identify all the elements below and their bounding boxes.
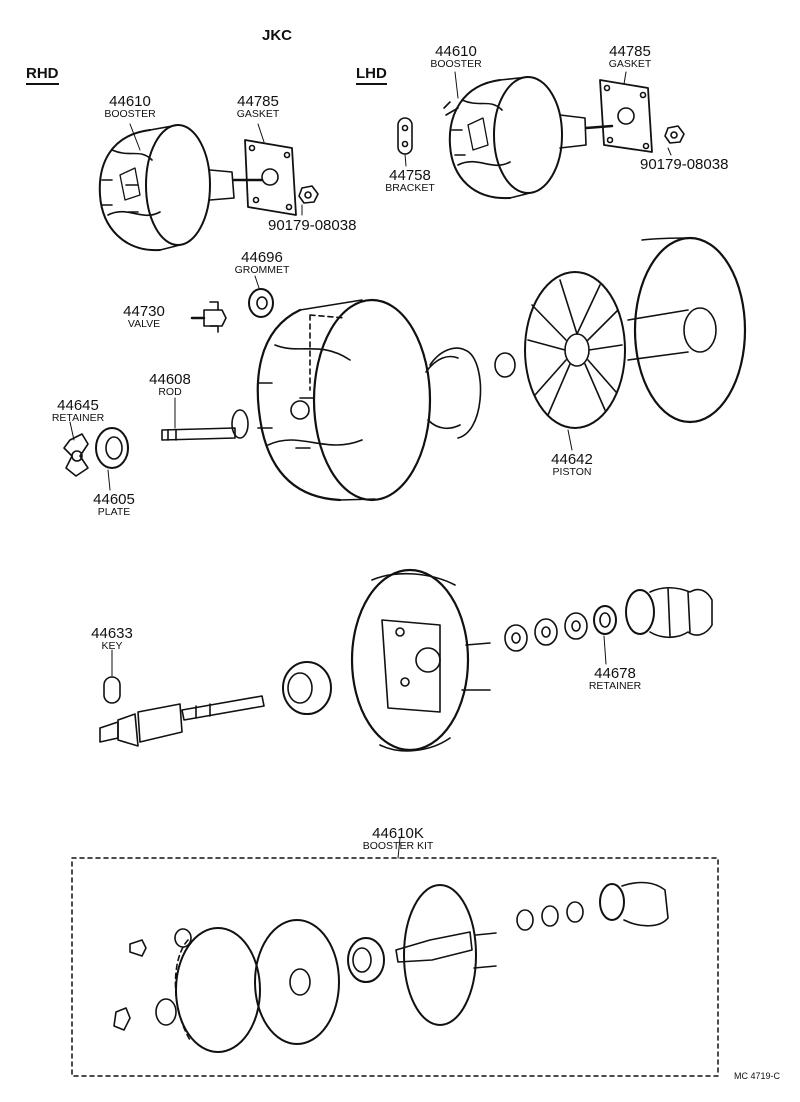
booster-kit-contents-drawing <box>113 881 669 1053</box>
gasket-rhd-drawing <box>244 139 297 216</box>
callout-retainer-small: 44645 RETAINER <box>46 398 110 424</box>
callout-valve: 44730 VALVE <box>112 304 176 330</box>
callout-nut-lhd: 90179-08038 <box>640 156 729 173</box>
boot-drawing <box>625 587 713 639</box>
callout-piston: 44642 PISTON <box>538 452 606 478</box>
seal-ring-drawing <box>282 661 332 715</box>
callout-plate: 44605 PLATE <box>82 492 146 518</box>
callout-grommet: 44696 GROMMET <box>226 250 298 276</box>
callout-bracket: 44758 BRACKET <box>378 168 442 194</box>
washers-drawing <box>504 612 588 652</box>
callout-retainer-rear: 44678 RETAINER <box>582 666 648 692</box>
lhd-heading: LHD <box>356 66 387 85</box>
callout-gasket-rhd: 44785 GASKET <box>226 94 290 120</box>
part-number: 44696 <box>241 249 283 266</box>
key-drawing <box>103 676 121 704</box>
grommet-drawing <box>248 288 274 318</box>
part-number: 44730 <box>123 303 165 320</box>
engine-code: JKC <box>262 27 293 44</box>
part-number: 44758 <box>389 167 431 184</box>
retainer-rear-drawing <box>593 605 617 635</box>
part-number: 44610 <box>435 43 477 60</box>
part-number: 44608 <box>149 371 191 388</box>
part-name: PLATE <box>97 506 131 518</box>
rhd-heading: RHD <box>26 66 59 85</box>
rear-housing-drawing <box>350 568 491 752</box>
part-number: 44642 <box>551 451 593 468</box>
gasket-lhd-drawing <box>599 79 653 153</box>
plate-drawing <box>95 427 129 469</box>
part-name: ROD <box>158 386 182 398</box>
piston-drawing <box>524 271 626 429</box>
valve-operating-rod-drawing <box>99 695 265 747</box>
callout-gasket-lhd: 44785 GASKET <box>598 44 662 70</box>
callout-booster-rhd: 44610 BOOSTER <box>98 94 162 120</box>
booster-lhd-drawing <box>443 76 614 200</box>
part-number: 44610 <box>109 93 151 110</box>
part-name: VALVE <box>127 318 161 330</box>
callout-booster-lhd: 44610 BOOSTER <box>424 44 488 70</box>
main-booster-shell-drawing <box>256 298 516 502</box>
leader-lines <box>69 71 672 859</box>
part-number: 44605 <box>93 491 135 508</box>
booster-rhd-drawing <box>98 124 264 252</box>
part-name: KEY <box>101 640 123 652</box>
valve-drawing <box>190 301 227 333</box>
nut-rhd-drawing <box>298 185 319 204</box>
part-number: 44633 <box>91 625 133 642</box>
part-name: BOOSTER KIT <box>362 840 434 852</box>
callout-nut-rhd: 90179-08038 <box>268 217 357 234</box>
part-name: GROMMET <box>234 264 290 276</box>
rear-shell-drawing <box>627 236 747 424</box>
booster-kit-frame <box>71 857 719 1077</box>
part-number: 44610K <box>372 825 424 842</box>
part-number: 44785 <box>609 43 651 60</box>
rod-drawing <box>161 409 249 441</box>
part-number: 44645 <box>57 397 99 414</box>
part-name: GASKET <box>236 108 280 120</box>
part-name: GASKET <box>608 58 652 70</box>
callout-key: 44633 KEY <box>84 626 140 652</box>
callout-booster-kit: 44610K BOOSTER KIT <box>350 826 446 852</box>
nut-lhd-drawing <box>664 125 685 144</box>
part-name: RETAINER <box>51 412 105 424</box>
part-name: BRACKET <box>385 182 435 194</box>
retainer-small-drawing <box>63 433 89 477</box>
callout-rod: 44608 ROD <box>140 372 200 398</box>
part-name: RETAINER <box>588 680 642 692</box>
part-number: 44785 <box>237 93 279 110</box>
reference-code: MC 4719-C <box>734 1071 781 1081</box>
part-name: PISTON <box>552 466 592 478</box>
bracket-drawing <box>397 117 413 155</box>
part-name: BOOSTER <box>430 58 482 70</box>
part-name: BOOSTER <box>104 108 156 120</box>
part-number: 44678 <box>594 665 636 682</box>
